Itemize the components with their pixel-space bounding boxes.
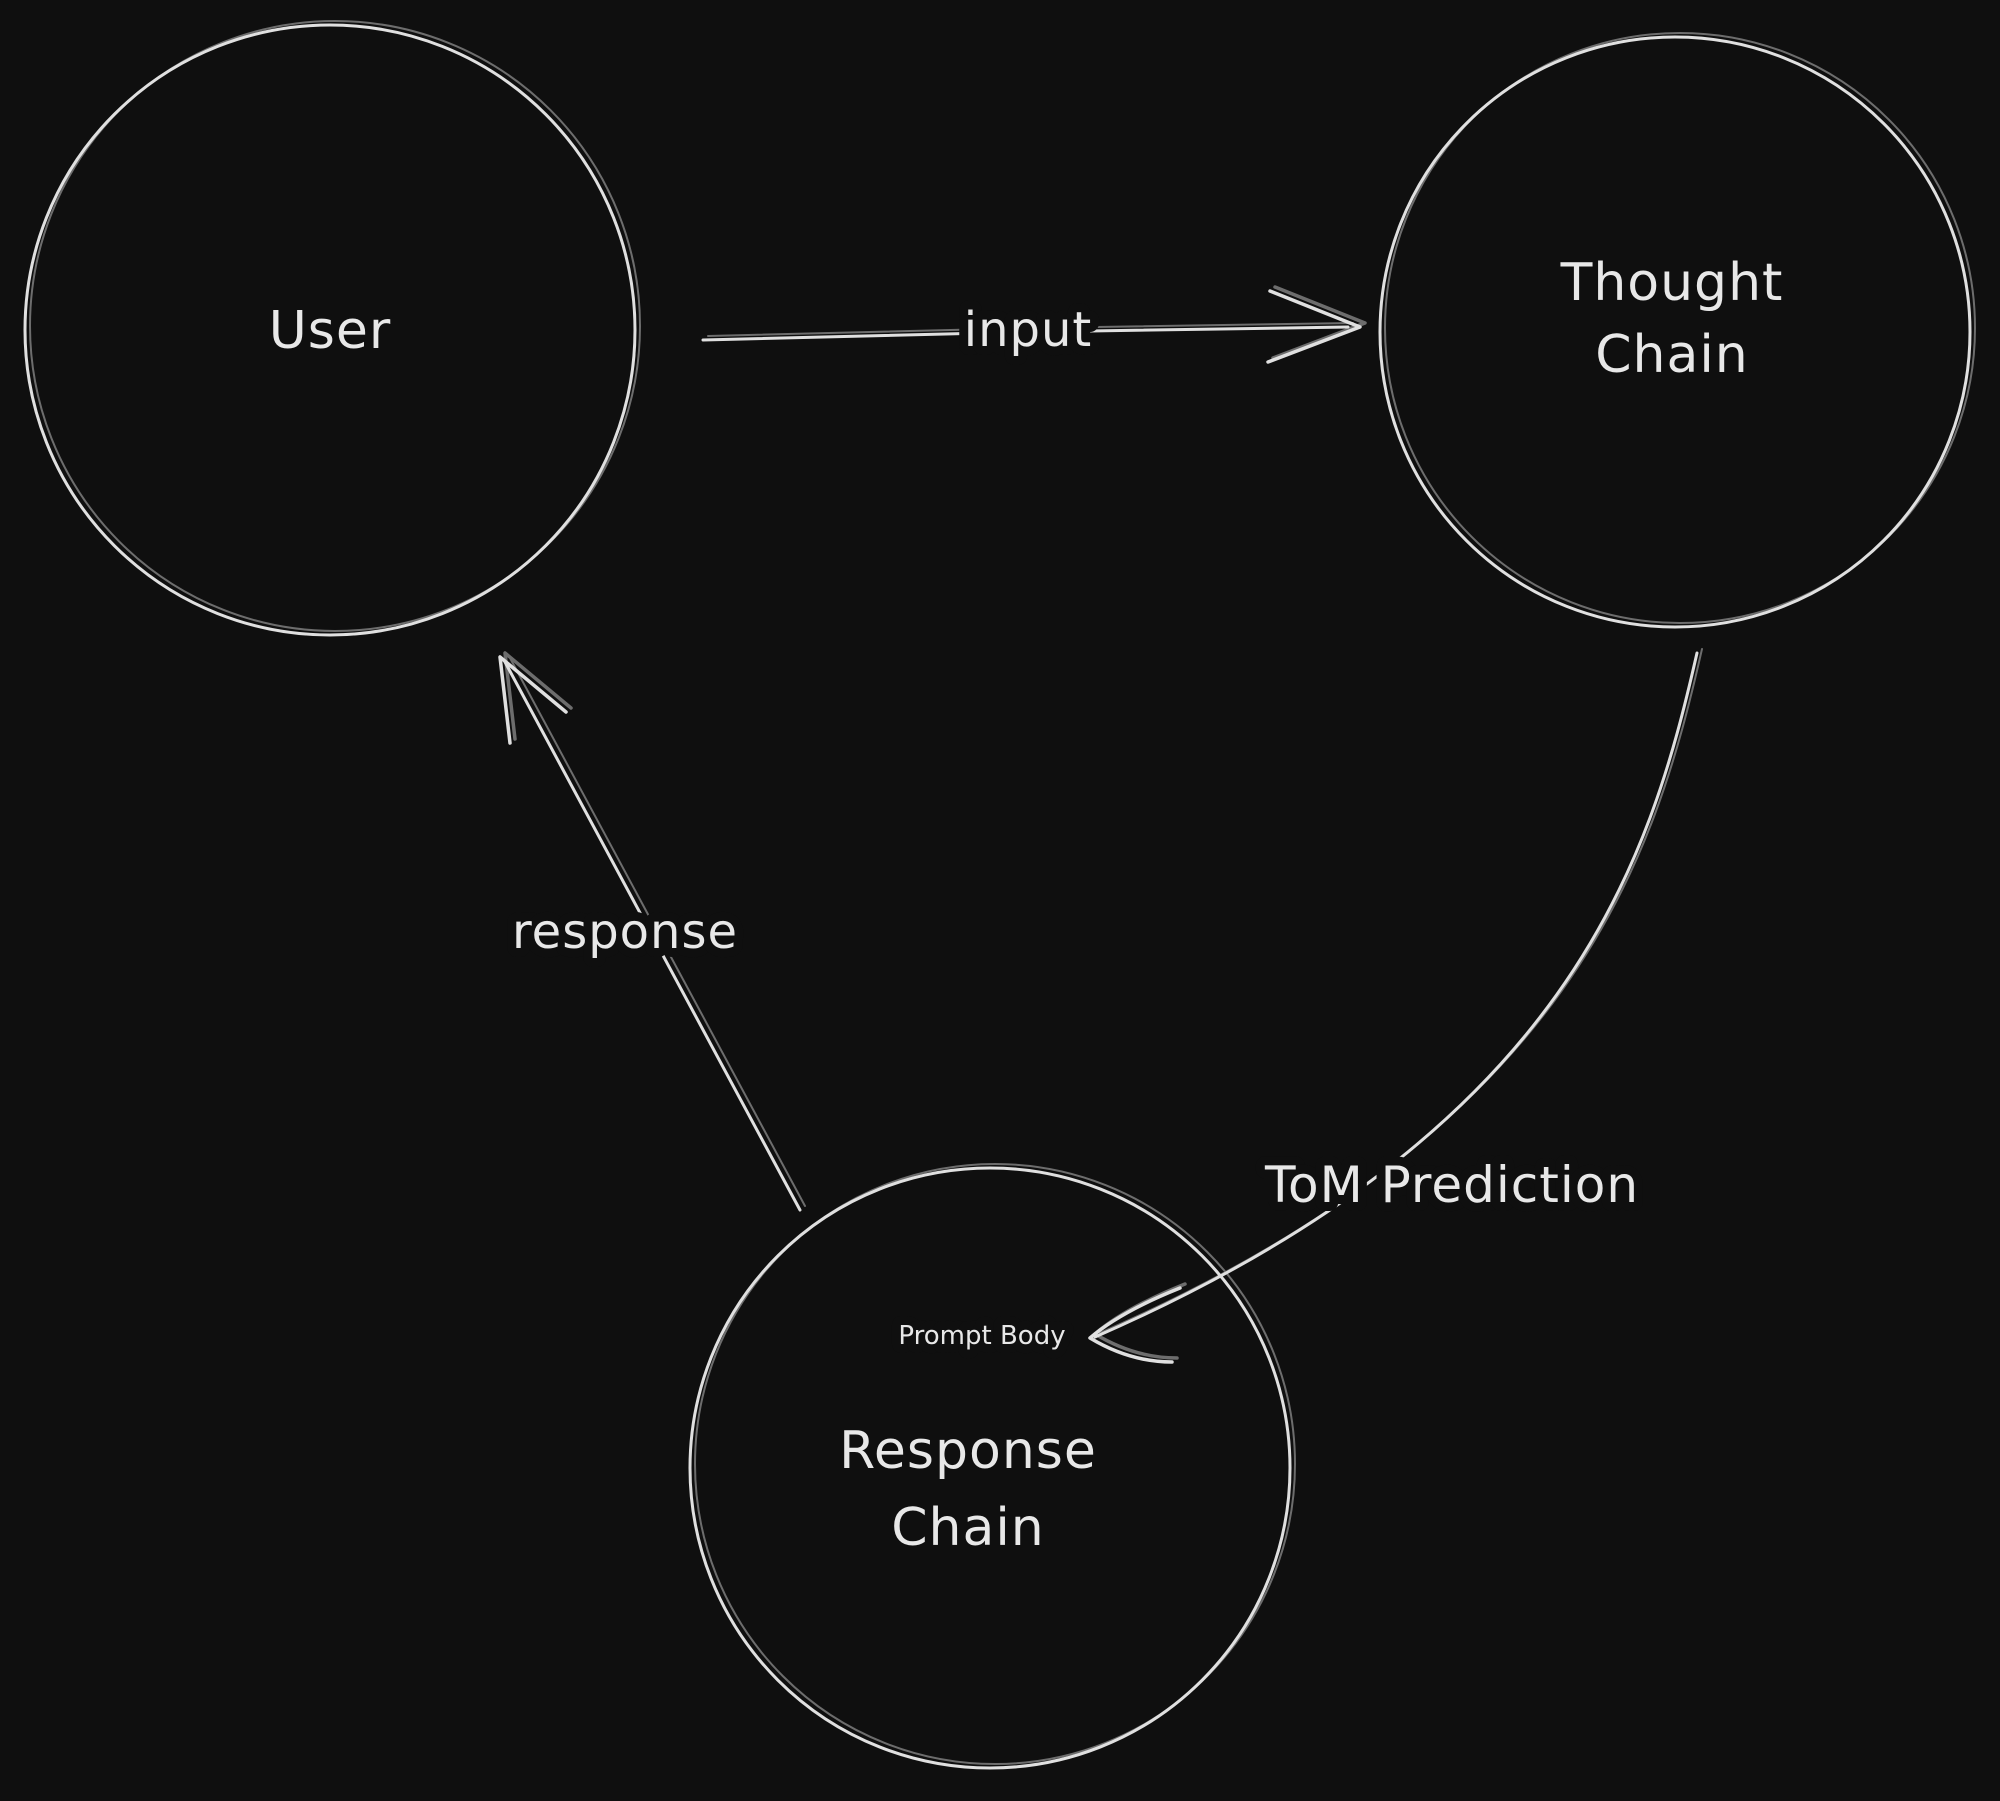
thought-chain-node-label-line2: Chain: [1595, 325, 1749, 385]
response-edge-arrowhead-icon: [498, 655, 568, 745]
tom-prediction-edge-label: ToM Prediction: [1264, 1156, 1639, 1214]
input-edge-line: [701, 325, 1350, 342]
response-edge-line: [503, 660, 802, 1212]
thought-chain-node-label-line1: Thought: [1560, 253, 1784, 313]
diagram-labels: User Thought Chain Response Chain input …: [269, 253, 1784, 1558]
input-edge-label: input: [964, 302, 1092, 358]
prompt-body-annotation-label: Prompt Body: [898, 1321, 1065, 1351]
response-edge-label: response: [512, 904, 738, 960]
response-chain-node-label-line1: Response: [839, 1421, 1097, 1481]
response-chain-node-label-line2: Chain: [891, 1498, 1045, 1558]
input-edge-arrowhead-icon: [1266, 289, 1362, 364]
user-node-circle: [23, 23, 637, 637]
response-chain-node-circle: [688, 1166, 1292, 1770]
user-node-label: User: [269, 301, 392, 361]
thought-chain-node-circle: [1378, 35, 1972, 629]
